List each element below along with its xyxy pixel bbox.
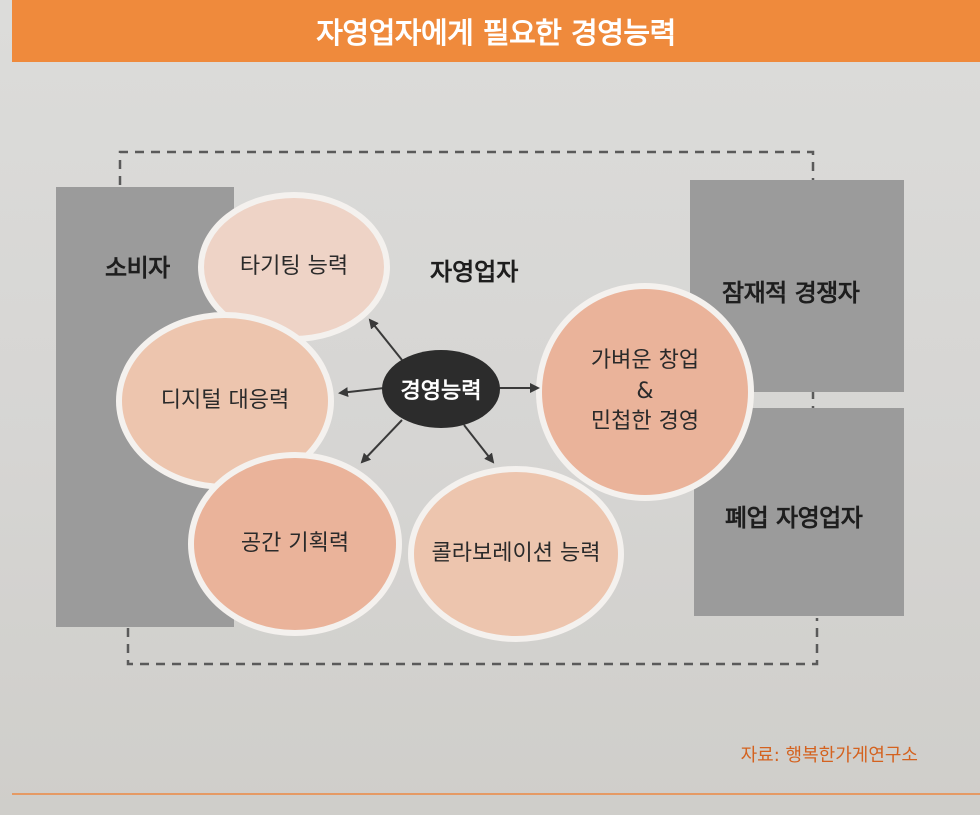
arrow-to-space-planning [360, 419, 403, 464]
potential-competitor-label: 잠재적 경쟁자 [722, 279, 860, 307]
collaboration-bubble: 콜라보레이션 능력 [408, 466, 624, 642]
targeting-label: 타기팅 능력 [239, 253, 349, 279]
page-title: 자영업자에게 필요한 경영능력 [316, 16, 676, 50]
lean-startup-text: 가벼운 창업 & 민첩한 경영 [591, 346, 699, 438]
source-note: 자료: 행복한가게연구소 [740, 745, 918, 766]
management-ability-core: 경영능력 [382, 350, 500, 428]
lean-startup-line2: & [636, 378, 654, 404]
arrow-to-targeting [368, 318, 403, 361]
consumer-label: 소비자 [105, 254, 170, 282]
closed-business-label: 폐업 자영업자 [725, 504, 863, 532]
lean-startup-line1: 가벼운 창업 [590, 347, 700, 373]
digital-label: 디지털 대응력 [160, 387, 290, 413]
core-label: 경영능력 [400, 379, 482, 404]
digital-bubble: 디지털 대응력 [116, 312, 334, 490]
space-planning-bubble: 공간 기획력 [188, 452, 402, 636]
lean-startup-bubble: 가벼운 창업 & 민첩한 경영 [536, 283, 754, 501]
title-bar: 자영업자에게 필요한 경영능력 [12, 0, 980, 62]
lean-startup-line3: 민첩한 경영 [590, 409, 700, 435]
space-planning-label: 공간 기획력 [240, 530, 350, 556]
arrow-to-collaboration [463, 424, 495, 464]
arrow-to-digital [338, 387, 385, 398]
bottom-rule [12, 793, 980, 795]
collaboration-label: 콜라보레이션 능력 [431, 540, 601, 566]
self-employed-label: 자영업자 [430, 258, 519, 286]
